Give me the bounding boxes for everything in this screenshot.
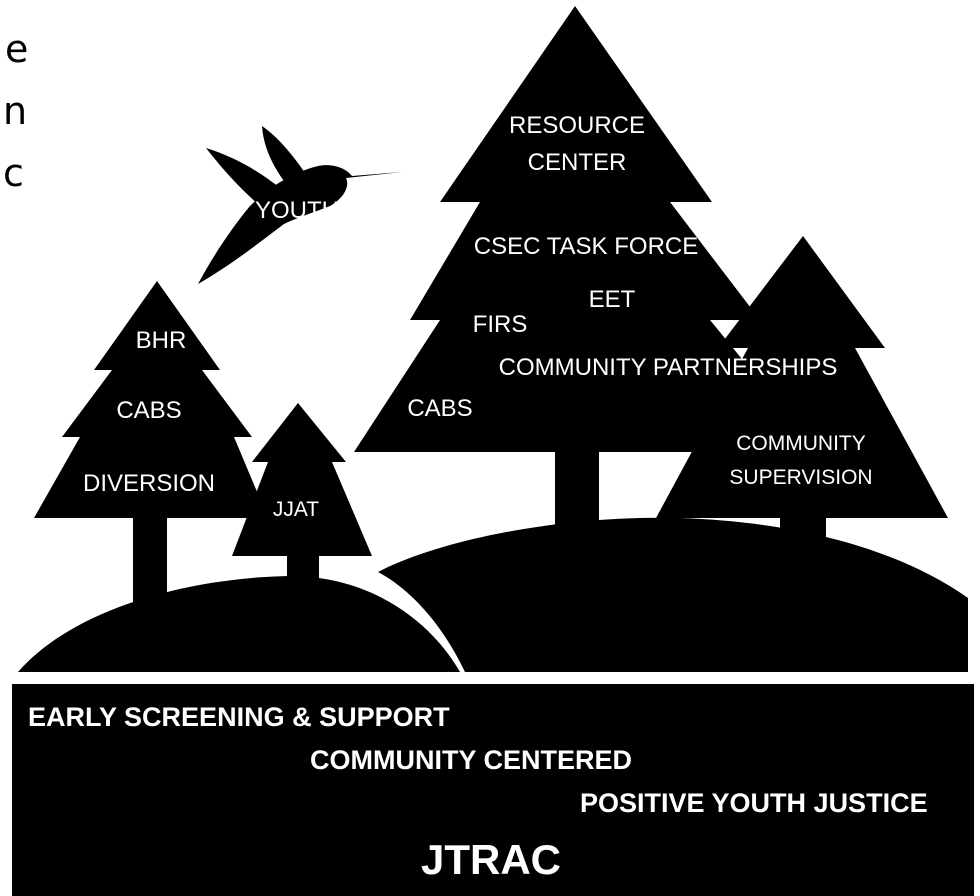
big-tree-label-csec: CSEC TASK FORCE xyxy=(474,233,698,260)
big-tree-label-center: CENTER xyxy=(528,149,627,176)
left-tree-label-bhr: BHR xyxy=(136,327,187,354)
left-tree-label-diversion: DIVERSION xyxy=(83,470,215,497)
right-tree-trunk xyxy=(780,505,826,585)
left-tree-canopy xyxy=(34,281,268,518)
big-tree-label-eet: EET xyxy=(589,286,636,313)
small-tree-canopy xyxy=(232,403,372,556)
big-tree xyxy=(354,6,818,570)
bird-label: YOUTH xyxy=(255,197,339,224)
left-hill xyxy=(18,576,460,672)
small-tree-label-jjat: JJAT xyxy=(273,498,319,521)
big-tree-label-firs: FIRS xyxy=(473,311,528,338)
right-tree xyxy=(656,236,948,585)
base-title-jtrac: JTRAC xyxy=(421,836,561,883)
right-tree-label-supervision: SUPERVISION xyxy=(729,466,872,489)
base-label-early-screening: EARLY SCREENING & SUPPORT xyxy=(28,702,450,732)
left-tree-trunk xyxy=(133,500,167,610)
right-tree-canopy xyxy=(656,236,948,518)
big-tree-canopy xyxy=(354,6,818,452)
small-tree xyxy=(232,403,372,597)
base-label-positive-youth-justice: POSITIVE YOUTH JUSTICE xyxy=(580,788,928,818)
left-tree-label-cabs: CABS xyxy=(116,397,181,424)
big-tree-label-resource: RESOURCE xyxy=(509,112,645,139)
edge-text-2: n xyxy=(3,89,28,133)
base-label-community-centered: COMMUNITY CENTERED xyxy=(310,745,632,775)
base-block xyxy=(12,684,974,896)
big-tree-label-partnerships: COMMUNITY PARTNERSHIPS xyxy=(499,354,838,381)
edge-text-3: c xyxy=(3,151,24,195)
left-tree xyxy=(34,281,268,610)
big-tree-label-cabs: CABS xyxy=(407,395,472,422)
edge-text-1: e xyxy=(5,27,29,71)
hummingbird-icon xyxy=(198,126,402,284)
right-hill xyxy=(378,517,968,672)
right-tree-label-community: COMMUNITY xyxy=(736,432,866,455)
